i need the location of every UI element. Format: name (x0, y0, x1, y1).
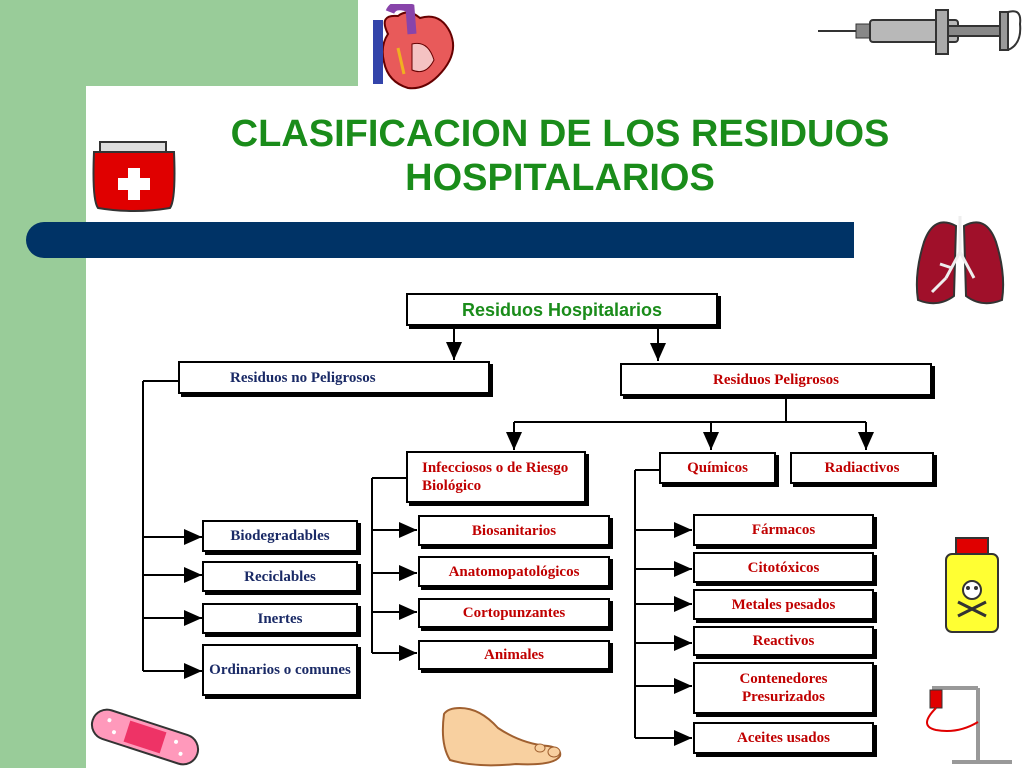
left-green-band (0, 0, 86, 768)
node-reciclables: Reciclables (202, 561, 358, 592)
node-animales: Animales (418, 640, 610, 670)
title-underline-bar (26, 222, 854, 258)
heart-icon (373, 4, 454, 90)
slide-title: CLASIFICACION DE LOS RESIDUOS HOSPITALAR… (230, 113, 890, 199)
node-contenedores-presurizados: Contenedores Presurizados (693, 662, 874, 714)
node-metales-pesados: Metales pesados (693, 589, 874, 620)
node-reactivos: Reactivos (693, 626, 874, 656)
node-cortopunzantes: Cortopunzantes (418, 598, 610, 628)
node-biosanitarios: Biosanitarios (418, 515, 610, 546)
node-farmacos: Fármacos (693, 514, 874, 546)
node-residuos-hospitalarios: Residuos Hospitalarios (406, 293, 718, 326)
iv-stand-icon (926, 686, 1012, 764)
node-biodegradables: Biodegradables (202, 520, 358, 552)
node-citotoxicos: Citotóxicos (693, 552, 874, 583)
node-aceites-usados: Aceites usados (693, 722, 874, 754)
poison-bottle-icon (945, 537, 999, 633)
syringe-icon (818, 9, 1022, 55)
node-infecciosos: Infecciosos o de Riesgo Biológico (406, 451, 586, 503)
lungs-icon (915, 216, 1005, 305)
node-quimicos: Químicos (659, 452, 776, 484)
bandage-icon (90, 708, 200, 766)
node-residuos-peligrosos: Residuos Peligrosos (620, 363, 932, 396)
node-ordinarios: Ordinarios o comunes (202, 644, 358, 696)
foot-icon (441, 706, 562, 767)
node-anatomopatologicos: Anatomopatológicos (418, 556, 610, 587)
node-radiactivos: Radiactivos (790, 452, 934, 484)
node-inertes: Inertes (202, 603, 358, 634)
node-residuos-no-peligrosos: Residuos no Peligrosos (178, 361, 490, 394)
top-green-band (0, 0, 358, 86)
blood-bag-icon (92, 141, 176, 212)
